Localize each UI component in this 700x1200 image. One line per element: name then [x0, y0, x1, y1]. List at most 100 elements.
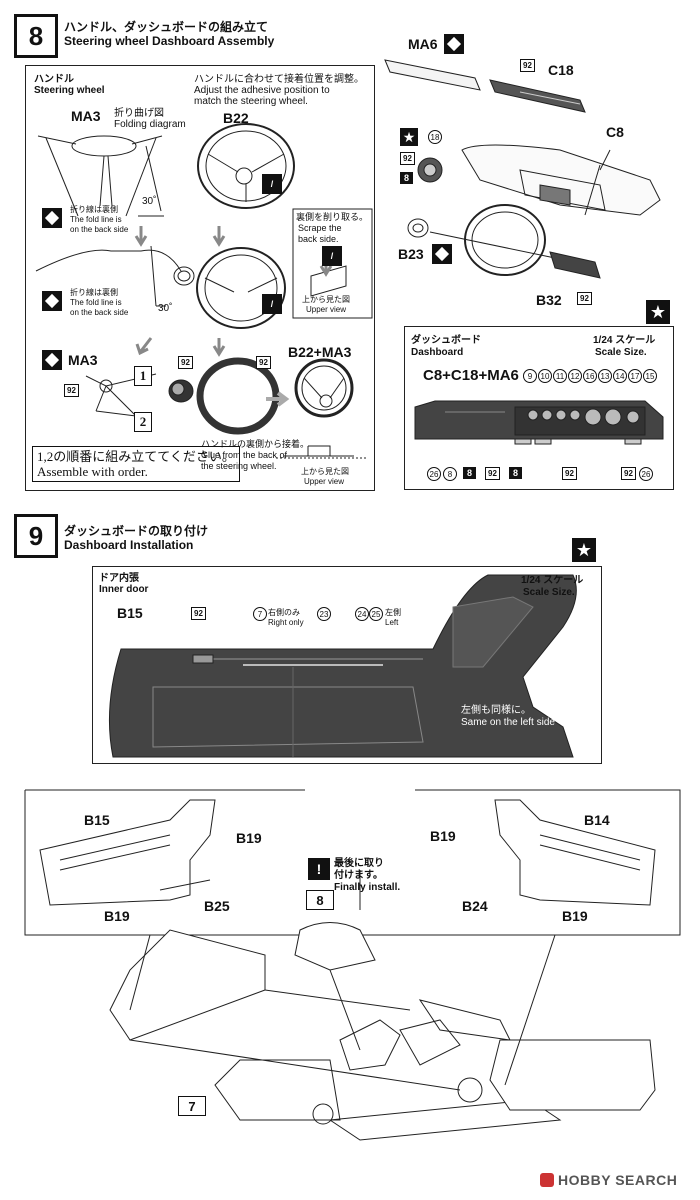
dash-color-16: 16	[583, 369, 597, 383]
dashboard-title-en: Dashboard	[411, 347, 464, 358]
adjust-note-en1: Adjust the adhesive position to	[194, 85, 330, 96]
fold-note-1-en1: The fold line is	[70, 215, 122, 224]
step-ref-8: 8	[306, 890, 334, 910]
adjust-note-en2: match the steering wheel.	[194, 96, 308, 107]
fold-note-2-icon	[42, 291, 62, 311]
dashboard-combo-label: C8+C18+MA6	[423, 367, 519, 384]
finally-install-icon: !	[308, 858, 330, 880]
scrape-note-en1: Scrape the	[298, 223, 342, 233]
door-scale-jp: 1/24 スケール	[521, 575, 584, 586]
door-color-25: 25	[369, 607, 383, 621]
right-only-jp: 右側のみ	[268, 608, 300, 617]
part-b32: B32	[536, 292, 562, 308]
part-ma3-top: MA3	[71, 108, 101, 124]
door-color-24: 24	[355, 607, 369, 621]
step-8-title-jp: ハンドル、ダッシュボードの組み立て	[64, 20, 269, 34]
paint-92-knob: 92	[178, 356, 193, 369]
upper-view-2-en: Upper view	[304, 477, 345, 486]
left-jp: 左側	[385, 608, 401, 617]
door-color-23: 23	[317, 607, 331, 621]
dashboard-scale-jp: 1/24 スケール	[593, 335, 656, 346]
right-part-b19-top: B19	[430, 828, 456, 844]
fold-note-1-icon	[42, 208, 62, 228]
fold-note-2-jp: 折り線は裏側	[70, 288, 118, 297]
right-part-b24: B24	[462, 898, 488, 914]
order-note-jp: 1,2の順番に組み立ててください。	[37, 449, 235, 464]
upper-view-2-jp: 上から見た図	[301, 467, 349, 476]
step-ref-7: 7	[178, 1096, 206, 1116]
paint-icon-wheel2: /	[262, 294, 282, 314]
order-1: 1	[134, 366, 152, 386]
door-part-b15: B15	[117, 605, 143, 621]
paint-92-gauge: 92	[400, 152, 415, 165]
paint-92-c18: 92	[520, 59, 535, 72]
door-scale-en: Scale Size.	[523, 587, 575, 598]
left-part-b25: B25	[204, 898, 230, 914]
door-color-7: 7	[253, 607, 267, 621]
dash-bottom-92-b: 92	[562, 467, 577, 480]
ma6-icon	[444, 34, 464, 54]
right-part-b14: B14	[584, 812, 610, 828]
order-note-en: Assemble with order.	[37, 464, 148, 479]
finally-install-jp1: 最後に取り	[334, 858, 384, 869]
glue-note-en2: the steering wheel.	[201, 461, 277, 471]
door-paint-92: 92	[191, 607, 206, 620]
dash-color-14: 14	[613, 369, 627, 383]
fold-note-1-jp: 折り線は裏側	[70, 205, 118, 214]
assemble-order-note: 1,2の順番に組み立ててください。 Assemble with order.	[32, 446, 240, 482]
left-part-b15: B15	[84, 812, 110, 828]
finally-install-en: Finally install.	[334, 882, 401, 893]
fold-note-1-en2: on the back side	[70, 225, 129, 234]
inner-door-panel: ドア内張 Inner door 1/24 スケール Scale Size. B1…	[92, 566, 602, 764]
dash-color-13: 13	[598, 369, 612, 383]
paint-92-b32: 92	[577, 292, 592, 305]
dash-color-9: 9	[523, 369, 537, 383]
upper-view-1-jp: 上から見た図	[302, 295, 350, 304]
inner-door-title-jp: ドア内張	[99, 573, 139, 584]
upper-view-1-en: Upper view	[306, 305, 347, 314]
finally-install-jp2: 付けます。	[334, 870, 383, 881]
dash-bottom-8-a: 8	[463, 467, 476, 479]
fold-note-2-en1: The fold line is	[70, 298, 122, 307]
right-part-b19-bottom: B19	[562, 908, 588, 924]
dashboard-scale-en: Scale Size.	[595, 347, 647, 358]
paint-icon-scrape: /	[322, 246, 342, 266]
dash-color-11: 11	[553, 369, 567, 383]
dash-bottom-26-left: 26	[427, 467, 441, 481]
inner-door-illustration	[108, 574, 577, 758]
fold-diagram-en: Folding diagram	[114, 119, 186, 130]
paint-92-ma3: 92	[64, 384, 79, 397]
scrape-note-en2: back side.	[298, 234, 339, 244]
b23-icon	[432, 244, 452, 264]
paint-92-ring: 92	[256, 356, 271, 369]
part-c18: C18	[548, 62, 574, 78]
dash-bottom-92-c: 92	[621, 467, 636, 480]
dash-color-10: 10	[538, 369, 552, 383]
dash-color-17: 17	[628, 369, 642, 383]
inner-door-title-en: Inner door	[99, 584, 149, 595]
part-b22-top: B22	[223, 110, 249, 126]
step-8-title-en: Steering wheel Dashboard Assembly	[64, 34, 275, 48]
angle-30-b: 30˚	[158, 303, 173, 314]
step-9-title-en: Dashboard Installation	[64, 538, 194, 552]
dash-color-15: 15	[643, 369, 657, 383]
steering-wheel-panel: ハンドル Steering wheel MA3 折り曲げ図 Folding di…	[25, 65, 375, 491]
dashboard-scale-panel: ダッシュボード Dashboard 1/24 スケール Scale Size. …	[404, 326, 674, 490]
dash-color-12: 12	[568, 369, 582, 383]
dashboard-title-jp: ダッシュボード	[411, 335, 481, 346]
order-2: 2	[134, 412, 152, 432]
scrape-note-jp: 裏側を削り取る。	[296, 212, 369, 222]
fold-note-2-en2: on the back side	[70, 308, 129, 317]
same-left-jp: 左側も同様に。	[461, 705, 531, 716]
part-ma3-lower: MA3	[68, 352, 98, 368]
left-part-b19-top: B19	[236, 830, 262, 846]
paint-8-gauge: 8	[400, 172, 413, 184]
dash-bottom-92-a: 92	[485, 467, 500, 480]
left-en: Left	[385, 618, 399, 627]
dash-bottom-8-b: 8	[509, 467, 522, 479]
glue-note-jp: ハンドルの裏側から接着。	[201, 439, 310, 449]
steering-wheel-illustration	[35, 123, 373, 459]
dashboard-scale-illustration	[414, 400, 664, 445]
handle-label-en: Steering wheel	[34, 85, 105, 96]
step-9-number: 9	[14, 514, 58, 558]
